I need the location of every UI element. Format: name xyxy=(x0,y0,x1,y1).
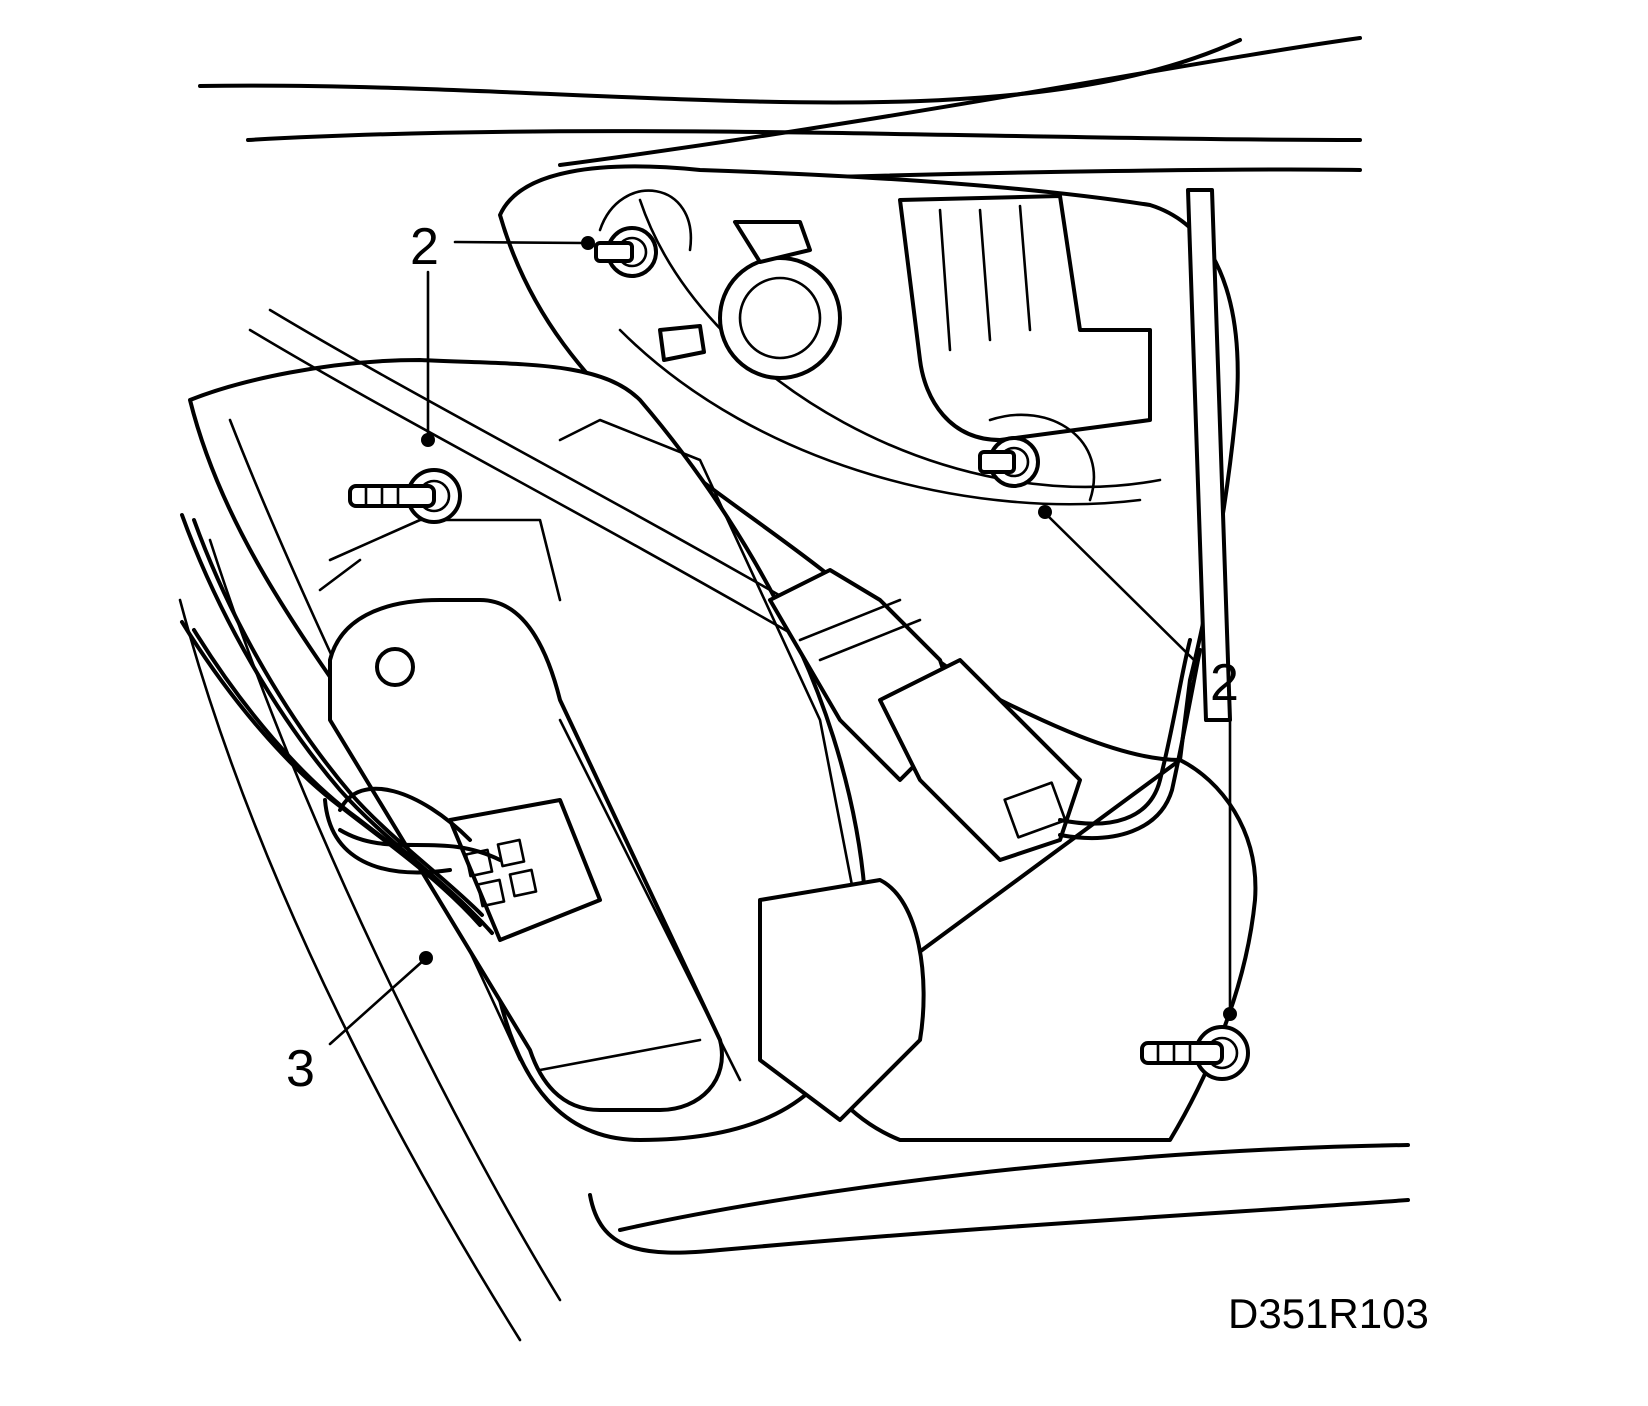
leader-lines xyxy=(328,236,1237,1046)
callout-2-right: 2 xyxy=(1210,654,1239,712)
wiring-harness xyxy=(180,513,502,935)
callout-3: 3 xyxy=(286,1040,315,1098)
bolt-left xyxy=(348,468,462,524)
bolt-right-upper xyxy=(978,436,1040,488)
harness-connector xyxy=(768,188,1232,862)
leveling-motor-module xyxy=(318,518,926,1122)
bolt-top xyxy=(594,226,658,278)
figure-reference: D351R103 xyxy=(1228,1290,1429,1337)
body-panel xyxy=(198,36,1410,1255)
bolt-right-lower xyxy=(1140,1025,1250,1081)
callout-2-top: 2 xyxy=(410,218,439,276)
